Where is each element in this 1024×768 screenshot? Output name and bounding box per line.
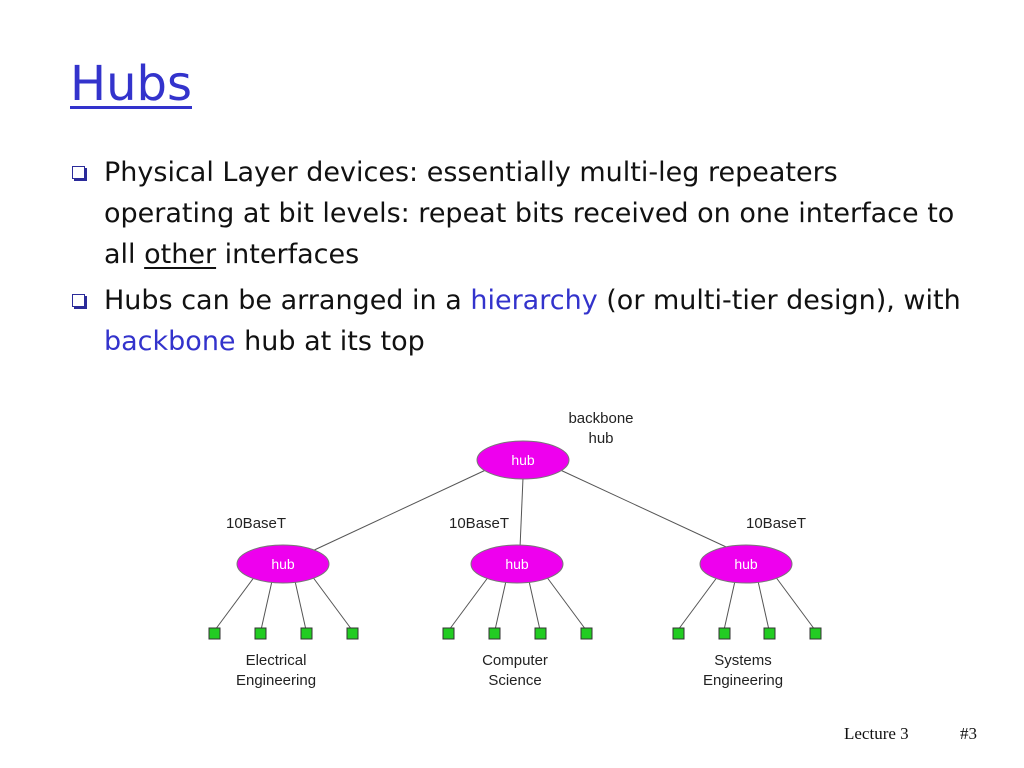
hub-systems-engineering — [699, 544, 793, 584]
host-link — [311, 575, 353, 631]
hub-computer-science — [470, 544, 564, 584]
host-link — [545, 575, 587, 631]
host-node — [672, 627, 685, 640]
host-node — [442, 627, 455, 640]
host-link — [723, 580, 736, 631]
emphasized-word: other — [144, 239, 217, 270]
bullet-text: Hubs can be arranged in a — [104, 285, 471, 316]
footer-slide-number: #3 — [960, 724, 977, 743]
host-node — [300, 627, 313, 640]
link-label-10baset: 10BaseT — [746, 515, 806, 532]
highlight-hierarchy: hierarchy — [470, 285, 598, 316]
host-link — [774, 575, 816, 631]
bullet-text: (or multi-tier design), with — [597, 285, 961, 316]
department-label: Computer — [482, 652, 548, 669]
backbone-label: hub — [588, 430, 613, 447]
host-link — [528, 580, 541, 631]
host-node — [718, 627, 731, 640]
department-label: Electrical — [246, 652, 307, 669]
host-link — [448, 575, 490, 631]
host-link — [757, 580, 770, 631]
host-link — [677, 575, 719, 631]
backbone-link-electrical — [309, 467, 491, 553]
host-node — [580, 627, 593, 640]
bullet-marker — [72, 166, 85, 179]
hub-label: hub — [734, 556, 758, 572]
department-label: Systems — [714, 652, 772, 669]
bullet-text: hub at its top — [235, 326, 425, 357]
host-node — [534, 627, 547, 640]
backbone-hub-label: hub — [511, 452, 535, 468]
department-label: Engineering — [703, 672, 783, 689]
host-node — [488, 627, 501, 640]
bullet-marker — [72, 294, 85, 307]
department-label: Engineering — [236, 672, 316, 689]
backbone-link-computer — [519, 477, 524, 549]
hub-label: hub — [505, 556, 529, 572]
host-node — [254, 627, 267, 640]
backbone-label: backbone — [568, 410, 633, 427]
hub-label: hub — [271, 556, 295, 572]
link-label-10baset: 10BaseT — [226, 515, 286, 532]
hub-electrical-engineering — [236, 544, 330, 584]
bullet-list: Physical Layer devices: essentially mult… — [70, 152, 970, 367]
host-link — [494, 580, 507, 631]
backbone-hub — [476, 440, 570, 480]
host-link — [214, 575, 256, 631]
link-label-10baset: 10BaseT — [449, 515, 509, 532]
host-node — [809, 627, 822, 640]
host-link — [260, 580, 273, 631]
bullet-physical-layer: Physical Layer devices: essentially mult… — [70, 152, 970, 275]
bullet-text: interfaces — [216, 239, 360, 270]
host-node — [763, 627, 776, 640]
slide-title: Hubs — [70, 56, 192, 112]
bullet-text: Physical Layer devices: essentially mult… — [104, 157, 955, 270]
backbone-link-systems — [555, 467, 738, 553]
host-node — [208, 627, 221, 640]
footer-lecture: Lecture 3 — [844, 724, 909, 743]
host-node — [346, 627, 359, 640]
host-link — [294, 580, 307, 631]
department-label: Science — [488, 672, 541, 689]
highlight-backbone: backbone — [104, 326, 236, 357]
bullet-hierarchy: Hubs can be arranged in a hierarchy (or … — [70, 280, 970, 362]
